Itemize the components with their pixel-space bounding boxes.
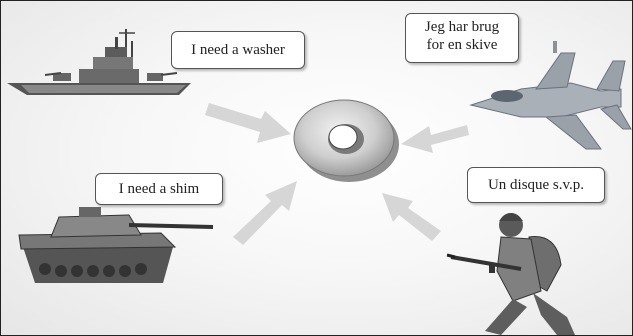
tank-speech-text: I need a shim [96, 174, 222, 204]
jet-speech-text-line1: Jeg har brug [406, 18, 518, 36]
washer-icon [294, 100, 399, 182]
soldier-icon [447, 213, 575, 335]
arrow-from-soldier [382, 193, 441, 241]
arrow-from-tank [233, 181, 297, 245]
arrow-from-jet [401, 125, 469, 153]
ship-speech-bubble: I need a washer [171, 31, 305, 69]
tank-speech-bubble: I need a shim [95, 173, 223, 205]
soldier-speech-bubble: Un disque s.v.p. [467, 167, 605, 203]
ship-speech-text: I need a washer [172, 32, 304, 68]
jet-speech-text-line2: for en skive [406, 36, 518, 54]
tank-icon [19, 207, 213, 283]
jet-speech-bubble: Jeg har brug for en skive [405, 13, 519, 63]
soldier-speech-text: Un disque s.v.p. [468, 168, 604, 202]
battleship-icon [7, 29, 191, 95]
arrow-from-ship [205, 103, 291, 143]
